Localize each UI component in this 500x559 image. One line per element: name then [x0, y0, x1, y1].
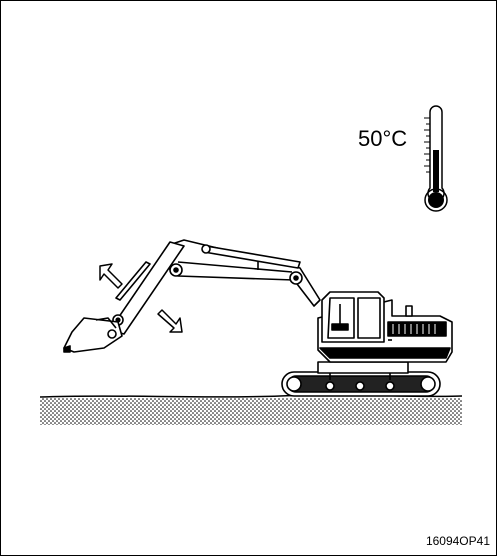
- cab: [321, 291, 385, 343]
- arrow-down-right-icon: [157, 309, 183, 333]
- temperature-label: 50°C: [358, 126, 408, 151]
- arm: [109, 241, 185, 335]
- bucket: [63, 317, 123, 353]
- thermometer-icon: [424, 105, 448, 212]
- boom: [165, 239, 321, 307]
- crawler-tracks: [281, 361, 441, 397]
- excavator: [63, 239, 453, 397]
- boom-cylinder: [201, 244, 301, 269]
- ground: [39, 394, 463, 425]
- figure-code: 16094OP41: [425, 534, 490, 548]
- arrow-up-left-icon: [99, 263, 123, 289]
